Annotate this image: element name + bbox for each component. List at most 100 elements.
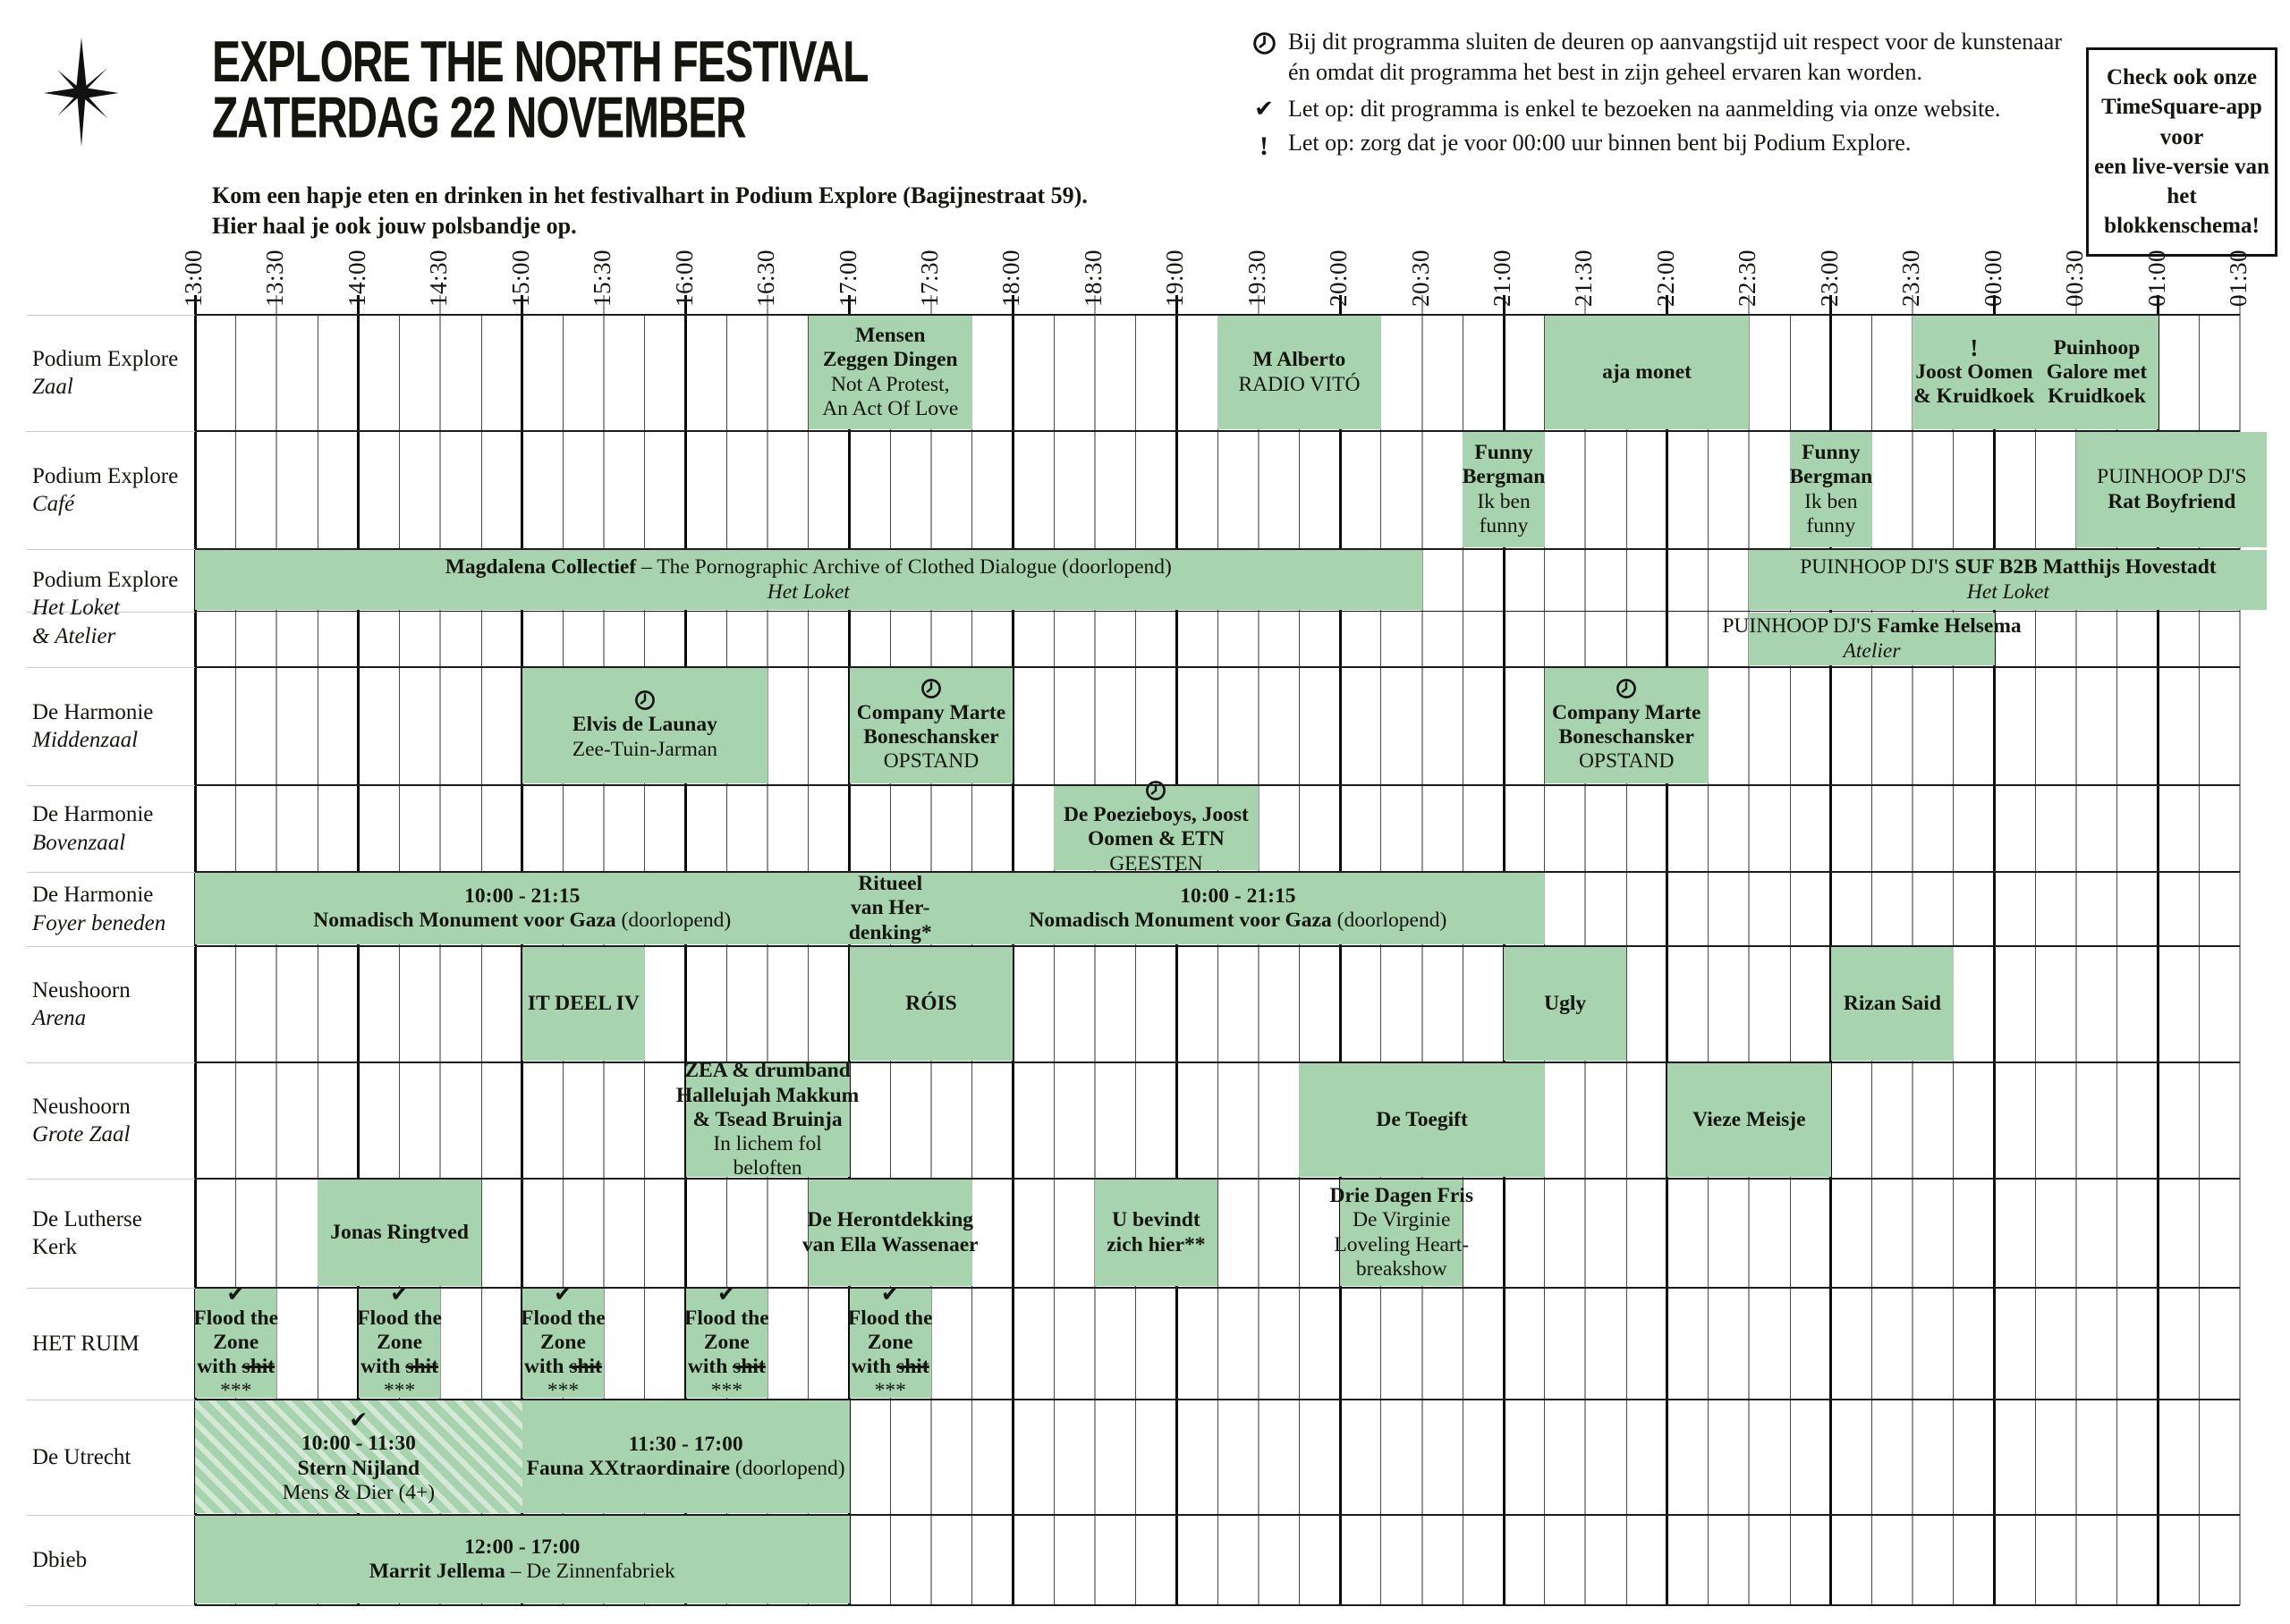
event-text-line: van Her- bbox=[851, 896, 930, 920]
event-text-line: Zone bbox=[377, 1331, 422, 1355]
event-text-line: aja monet bbox=[1602, 360, 1692, 385]
event-text-segment: U bevindt bbox=[1112, 1208, 1200, 1232]
event-text-segment: Boneschansker bbox=[863, 724, 999, 749]
explore-the-north-star-logo bbox=[44, 38, 119, 147]
event-text-segment: Boneschansker bbox=[1558, 724, 1694, 749]
event-text-segment: Ik ben bbox=[1804, 489, 1858, 513]
event-text-segment: denking* bbox=[848, 920, 932, 944]
event-text-segment: (doorlopend) bbox=[730, 1457, 845, 1480]
event-text-segment: Oomen & ETN bbox=[1088, 827, 1225, 851]
axis-time-label: 21:00 bbox=[1488, 249, 1516, 307]
event-text-line: Funny bbox=[1802, 441, 1860, 465]
event-text-segment: RADIO VITÓ bbox=[1238, 372, 1361, 396]
clock-icon bbox=[1616, 678, 1637, 701]
event-text-segment: aja monet bbox=[1602, 359, 1692, 384]
event-text-line: funny bbox=[1480, 514, 1529, 538]
event-text-line: 10:00 - 11:30 bbox=[301, 1432, 416, 1456]
event-text-line: De Toegift bbox=[1376, 1108, 1467, 1132]
event-text-segment: shit bbox=[733, 1355, 766, 1379]
event-text-line: & Kruidkoek bbox=[1913, 385, 2034, 409]
axis-time-label: 17:00 bbox=[834, 249, 861, 307]
title-line-1: EXPLORE THE NORTH FESTIVAL bbox=[212, 29, 869, 94]
axis-time-label: 00:00 bbox=[1979, 249, 2006, 307]
axis-time-label: 13:30 bbox=[261, 249, 289, 307]
event-text-segment: 10:00 - 11:30 bbox=[301, 1432, 416, 1456]
gridline-vertical bbox=[1135, 315, 1137, 1605]
row-separator bbox=[195, 548, 2240, 550]
event-text-segment: Rizan Said bbox=[1843, 991, 1941, 1015]
subtitle-line-1: Kom een hapje eten en drinken in het fes… bbox=[212, 182, 1088, 208]
event-text-line: Bergman bbox=[1789, 465, 1872, 489]
legend-item: !Let op: zorg dat je voor 00:00 uur binn… bbox=[1260, 128, 1911, 161]
gridline-vertical bbox=[644, 315, 646, 1605]
venue-label-line: Bovenzaal bbox=[32, 830, 126, 855]
event-block: Rizan Said bbox=[1830, 947, 1954, 1061]
event-text-segment: Galore met bbox=[2046, 359, 2148, 384]
gridline-vertical bbox=[1625, 315, 1627, 1605]
axis-tick bbox=[848, 295, 852, 315]
event-text-line: Zone bbox=[540, 1331, 586, 1355]
axis-time-label: 01:30 bbox=[2225, 249, 2252, 307]
row-separator bbox=[195, 430, 2240, 432]
event-text-line: Elvis de Launay bbox=[572, 713, 717, 737]
clock-icon bbox=[634, 689, 656, 713]
venue-label-line: Neushoorn bbox=[32, 977, 131, 1002]
event-text-segment: Marrit Jellema bbox=[369, 1560, 505, 1583]
event-text-line: Rat Boyfriend bbox=[2108, 490, 2235, 514]
row-separator bbox=[195, 666, 2240, 668]
event-text-segment: Nomadisch Monument voor Gaza bbox=[1029, 909, 1332, 932]
event-text-line: Zone bbox=[704, 1331, 750, 1355]
axis-tick bbox=[357, 295, 360, 315]
event-text-segment: Magdalena Collectief bbox=[445, 555, 637, 579]
axis-tick bbox=[521, 295, 524, 315]
event-block: RÓIS bbox=[849, 947, 1014, 1061]
axis-time-label: 15:00 bbox=[506, 249, 534, 307]
axis-tick bbox=[1584, 295, 1587, 315]
row-separator bbox=[195, 1178, 2240, 1180]
gridline-vertical bbox=[1011, 315, 1014, 1605]
event-text-line: RÓIS bbox=[905, 992, 956, 1016]
gridline-vertical bbox=[235, 315, 237, 1605]
row-separator-gutter bbox=[27, 1287, 195, 1289]
event-text-segment: 12:00 - 17:00 bbox=[464, 1535, 581, 1559]
row-separator-gutter bbox=[27, 1604, 195, 1606]
event-text-line: 12:00 - 17:00 bbox=[464, 1535, 580, 1560]
event-text-line: Jonas Ringtved bbox=[330, 1221, 469, 1245]
venue-label-het-ruim: HET RUIM bbox=[32, 1288, 140, 1400]
event-text-line: Mens & Dier (4+) bbox=[283, 1481, 436, 1505]
event-text-line: Flood the bbox=[848, 1307, 933, 1331]
event-text-line: Flood the bbox=[684, 1307, 769, 1331]
row-separator-gutter bbox=[27, 1062, 195, 1063]
venue-label-line: Het Loket bbox=[32, 596, 120, 621]
event-text-segment: zich hier** bbox=[1107, 1232, 1206, 1256]
axis-time-label: 19:00 bbox=[1161, 249, 1189, 307]
event-text-segment: Flood the bbox=[357, 1306, 442, 1330]
event-block: PUINHOOP DJ'S SUF B2B Matthijs Hovestadt… bbox=[1749, 550, 2268, 610]
event-text-segment: Het Loket bbox=[767, 579, 850, 604]
event-text-line: 11:30 - 17:00 bbox=[629, 1433, 743, 1457]
event-text-line: zich hier** bbox=[1107, 1233, 1205, 1257]
gridline-vertical bbox=[1093, 315, 1096, 1605]
event-text-segment: & Tsead Bruinja bbox=[692, 1107, 843, 1131]
legend-text: én omdat dit programma het best in zijn … bbox=[1288, 58, 1922, 85]
event-text-segment: Puinhoop bbox=[2053, 335, 2141, 359]
event-text-line: Zeggen Dingen bbox=[823, 348, 958, 372]
event-text-line: Stern Nijland bbox=[298, 1457, 420, 1481]
exclaim-icon: ! bbox=[1970, 334, 1979, 361]
event-text-segment: Funny bbox=[1802, 441, 1861, 464]
event-text-line: with shit bbox=[852, 1355, 929, 1379]
venue-label-line: Dbieb bbox=[32, 1547, 88, 1572]
row-separator-gutter bbox=[27, 1514, 195, 1516]
